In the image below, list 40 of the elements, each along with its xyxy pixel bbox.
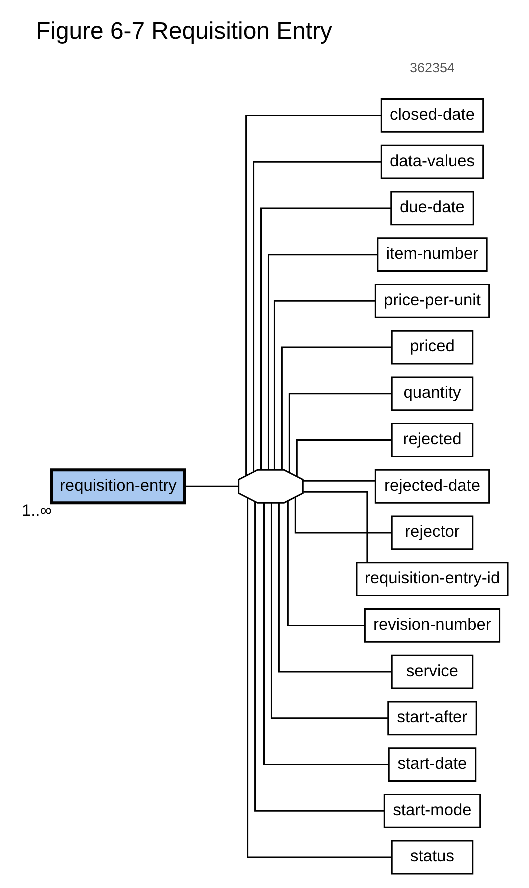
connector [246, 498, 392, 858]
node-box: start-after [387, 701, 477, 736]
node-box: quantity [390, 376, 474, 412]
connector [294, 497, 391, 534]
node-box: rejector [390, 516, 474, 550]
node-box: data-values [380, 144, 484, 180]
connector [254, 502, 384, 812]
node-box: rejected [390, 423, 474, 458]
connector [302, 480, 375, 482]
diagram-title: Figure 6-7 Requisition Entry [36, 18, 332, 46]
node-box: closed-date [380, 98, 484, 133]
connector [280, 346, 392, 470]
node-box: due-date [390, 191, 474, 226]
connector [263, 503, 388, 766]
node-box: status [390, 840, 474, 875]
node-box: start-date [388, 748, 476, 782]
node-box: priced [390, 330, 474, 365]
node-box: item-number [376, 238, 488, 272]
connector [260, 208, 391, 470]
connector [303, 491, 368, 563]
connector [184, 486, 238, 488]
node-box: revision-number [364, 608, 500, 643]
connector [268, 254, 377, 470]
connector [288, 393, 392, 473]
connector [278, 503, 392, 673]
node-box: rejected-date [374, 469, 490, 504]
node-label: 1..∞ [21, 502, 52, 520]
label: 362354 [410, 60, 454, 76]
node-box: requisition-entry [50, 468, 186, 505]
connector [252, 161, 381, 472]
node-box: requisition-entry-id [356, 562, 508, 597]
connector [296, 440, 392, 476]
connector [245, 115, 382, 476]
node-box: service [390, 654, 474, 690]
node-octagon [238, 469, 304, 504]
connector [286, 502, 364, 626]
node-box: price-per-unit [374, 284, 490, 318]
connector [273, 300, 376, 470]
connector [270, 503, 388, 720]
node-box: start-mode [383, 794, 481, 828]
